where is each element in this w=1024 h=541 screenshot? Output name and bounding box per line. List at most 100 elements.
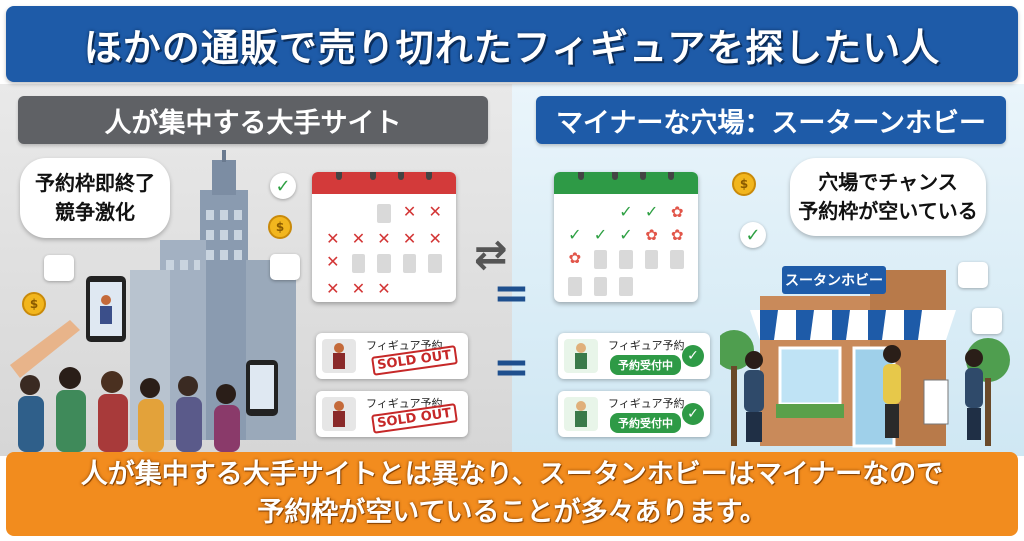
- cross-icon: ✕: [377, 279, 391, 298]
- empty-day-cell: [593, 250, 608, 269]
- empty-day-cell: [670, 250, 684, 269]
- empty-day-cell: [377, 254, 391, 273]
- product-card-available: フィギュア予約 予約受付中 ✓: [558, 333, 710, 379]
- blank-day-cell: [322, 202, 344, 221]
- figure-thumbnail: [322, 397, 356, 431]
- flower-icon: ✿: [645, 225, 658, 244]
- blank-day-cell: [641, 275, 663, 294]
- page-title: ほかの通販で売り切れたフィギュアを探したい人: [83, 25, 941, 70]
- empty-day-cell: [619, 277, 633, 296]
- empty-day-cell: [593, 277, 608, 296]
- calendar-ring: [398, 172, 404, 180]
- equals-icon: =: [493, 268, 530, 319]
- chat-icon: [972, 308, 1002, 334]
- calendar-ring: [336, 172, 342, 180]
- crowd-people: [10, 320, 240, 452]
- calendar-ring: [612, 172, 618, 180]
- bubble-line: 穴場でチャンス: [818, 170, 958, 194]
- product-label: フィギュア予約: [608, 397, 685, 410]
- cross-icon: ✕: [402, 202, 417, 221]
- empty-day-cell: [351, 254, 366, 273]
- shop-illustration: [720, 270, 1010, 448]
- swap-arrow-icon: ⇄: [474, 232, 508, 278]
- check-icon: ✓: [619, 225, 633, 244]
- calendar-ring: [426, 172, 432, 180]
- calendar-grid: ✓ ✓ ✿ ✓ ✓ ✓ ✿ ✿ ✿: [554, 194, 698, 302]
- crowd-city-illustration: [10, 150, 296, 452]
- product-card-available: フィギュア予約 予約受付中 ✓: [558, 391, 710, 437]
- bar-chart-icon: [270, 254, 300, 280]
- chat-icon: [44, 255, 74, 281]
- cross-icon: ✕: [326, 279, 340, 298]
- right-speech-bubble: 穴場でチャンス 予約枠が空いている: [790, 158, 986, 236]
- flower-icon: ✿: [670, 202, 684, 221]
- cross-icon: ✕: [402, 229, 417, 248]
- left-speech-bubble: 予約枠即終了 競争激化: [20, 158, 170, 238]
- calendar-ring: [640, 172, 646, 180]
- cross-icon: ✕: [326, 252, 340, 271]
- blank-day-cell: [424, 279, 446, 298]
- empty-day-cell: [402, 254, 417, 273]
- empty-day-cell: [619, 250, 633, 269]
- blank-day-cell: [348, 202, 370, 221]
- bar-chart-icon: [958, 262, 988, 288]
- check-icon: ✓: [619, 202, 633, 221]
- coin-icon: $: [22, 292, 46, 316]
- calendar-available: ✓ ✓ ✿ ✓ ✓ ✓ ✿ ✿ ✿: [554, 172, 698, 302]
- check-icon: ✓: [568, 225, 582, 244]
- product-card-sold-out: フィギュア予約 SOLD OUT: [316, 391, 468, 437]
- bubble-line: 予約枠が空いている: [798, 199, 978, 223]
- cross-icon: ✕: [377, 229, 391, 248]
- cross-icon: ✕: [351, 279, 366, 298]
- empty-day-cell: [644, 250, 659, 269]
- reservation-open-badge: 予約受付中: [610, 355, 681, 375]
- calendar-ring: [370, 172, 376, 180]
- flower-icon: ✿: [670, 225, 684, 244]
- calendar-header: [312, 172, 456, 194]
- product-label: フィギュア予約: [608, 339, 685, 352]
- cross-icon: ✕: [428, 229, 442, 248]
- calendar-grid: ✕ ✕ ✕ ✕ ✕ ✕ ✕ ✕ ✕ ✕ ✕: [312, 194, 456, 302]
- reservation-open-badge: 予約受付中: [610, 413, 681, 433]
- figure-thumbnail: [564, 339, 598, 373]
- blank-day-cell: [590, 202, 612, 221]
- cross-icon: ✕: [351, 229, 366, 248]
- blank-day-cell: [399, 279, 421, 298]
- bubble-line: 競争激化: [55, 200, 135, 224]
- shop-sign: スータンホビー: [782, 266, 886, 294]
- calendar-ring: [668, 172, 674, 180]
- check-icon: ✓: [270, 173, 296, 199]
- blank-day-cell: [564, 202, 586, 221]
- calendar-full: ✕ ✕ ✕ ✕ ✕ ✕ ✕ ✕ ✕ ✕ ✕: [312, 172, 456, 302]
- coin-icon: $: [732, 172, 756, 196]
- calendar-ring: [578, 172, 584, 180]
- check-icon: ✓: [682, 345, 704, 367]
- sign-board: [923, 379, 949, 425]
- flower-icon: ✿: [568, 248, 582, 267]
- footer-banner: 人が集中する大手サイトとは異なり、スータンホビーはマイナーなので 予約枠が空いて…: [6, 452, 1018, 536]
- check-icon: ✓: [682, 403, 704, 425]
- blank-day-cell: [666, 275, 688, 294]
- product-card-sold-out: フィギュア予約 SOLD OUT: [316, 333, 468, 379]
- right-section-heading: マイナーな穴場：スーターンホビー: [536, 96, 1006, 144]
- cross-icon: ✕: [428, 202, 442, 221]
- bubble-line: 予約枠即終了: [35, 171, 155, 195]
- calendar-header: [554, 172, 698, 194]
- left-section-heading: 人が集中する大手サイト: [18, 96, 488, 144]
- empty-day-cell: [377, 204, 391, 223]
- check-icon: ✓: [593, 225, 608, 244]
- check-icon: ✓: [644, 202, 659, 221]
- equals-icon: =: [493, 342, 530, 393]
- title-banner: ほかの通販で売り切れたフィギュアを探したい人: [6, 6, 1018, 82]
- footer-line: 人が集中する大手サイトとは異なり、スータンホビーはマイナーなので: [80, 459, 944, 490]
- empty-day-cell: [568, 277, 582, 296]
- check-icon: ✓: [740, 222, 766, 248]
- coin-icon: $: [268, 215, 292, 239]
- footer-line: 予約枠が空いていることが多々あります。: [257, 497, 767, 528]
- figure-thumbnail: [564, 397, 598, 431]
- figure-thumbnail: [322, 339, 356, 373]
- cross-icon: ✕: [326, 229, 340, 248]
- shop-window: [778, 346, 842, 406]
- empty-day-cell: [428, 254, 442, 273]
- shop-people: [744, 345, 983, 442]
